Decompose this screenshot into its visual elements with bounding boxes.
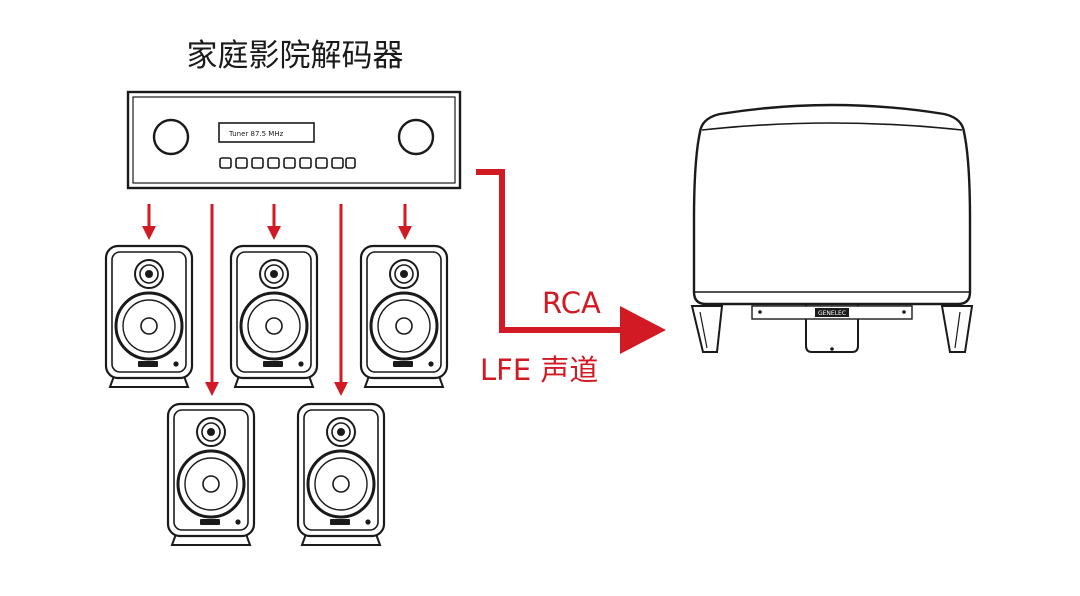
speaker-center bbox=[229, 244, 319, 389]
subwoofer-badge bbox=[815, 308, 849, 317]
lfe-label: LFE 声道 bbox=[480, 353, 598, 387]
subwoofer: GENELEC bbox=[690, 103, 974, 353]
rca-label: RCA bbox=[542, 286, 601, 320]
speaker-front-left bbox=[104, 244, 194, 389]
speaker-front-right bbox=[359, 244, 449, 389]
speaker-surround-left bbox=[166, 402, 256, 547]
av-decoder: Tuner 87.5 MHz bbox=[126, 90, 462, 190]
speaker-surround-right bbox=[296, 402, 386, 547]
decoder-buttons bbox=[219, 157, 356, 169]
lfe-signal-arrow bbox=[476, 169, 666, 354]
left-knob bbox=[152, 118, 190, 156]
right-knob bbox=[397, 118, 435, 156]
display-text: Tuner 87.5 MHz bbox=[228, 130, 284, 138]
page-title: 家庭影院解码器 bbox=[187, 38, 404, 74]
display-screen bbox=[218, 122, 315, 143]
speaker-signal-arrows bbox=[142, 204, 412, 396]
subwoofer-brand: GENELEC bbox=[818, 310, 846, 317]
